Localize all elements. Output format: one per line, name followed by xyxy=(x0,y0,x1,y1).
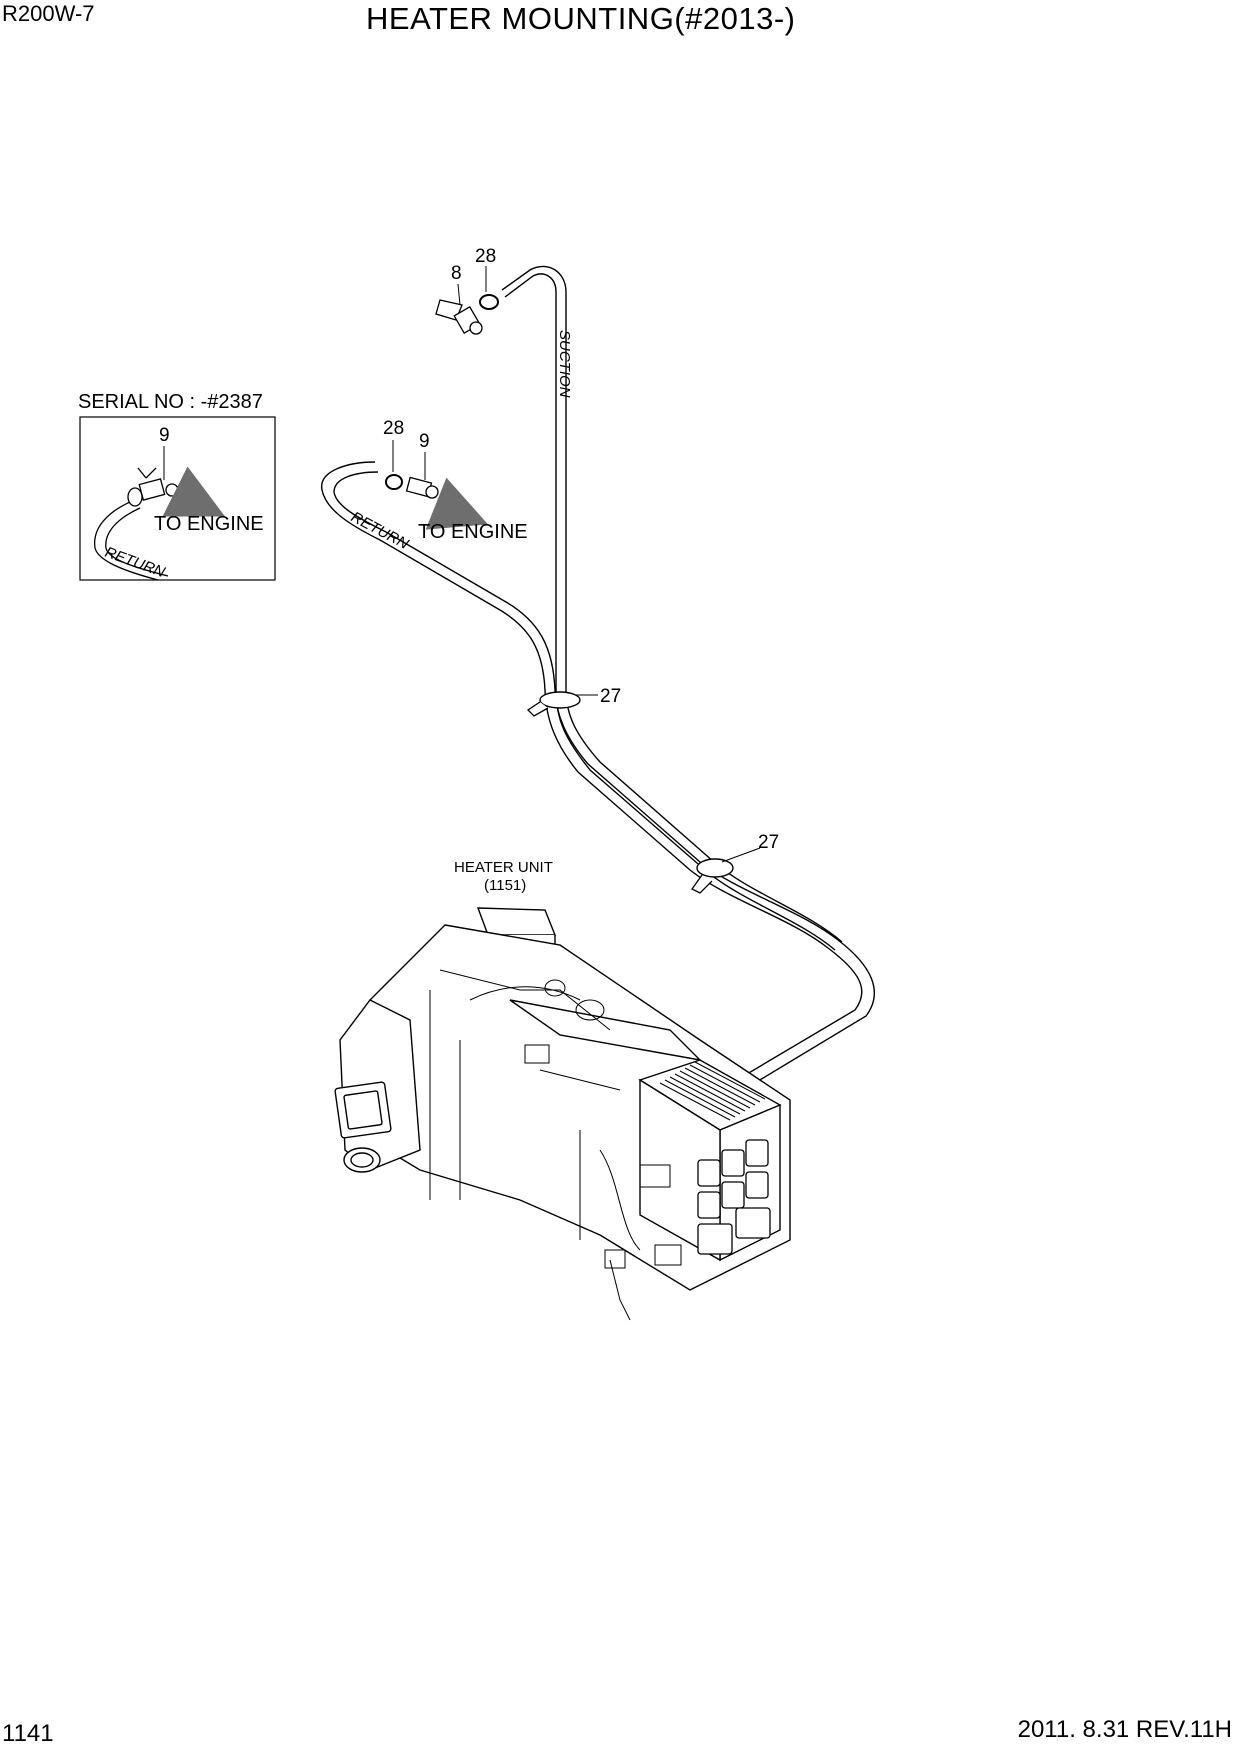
heater-unit-drawing xyxy=(334,907,791,1291)
callout-8: 8 xyxy=(451,263,462,284)
model-code: R200W-7 xyxy=(2,1,95,26)
inset-return-label: RETURN xyxy=(103,544,168,581)
hose-clip-icon-lower xyxy=(691,858,734,894)
heater-unit-part-number: (1151) xyxy=(484,877,526,894)
page-number: 1141 xyxy=(2,1720,54,1747)
hose-clamp-icon-mid xyxy=(385,474,403,490)
valve-fitting-icon xyxy=(435,299,483,335)
callout-28-mid: 28 xyxy=(383,418,404,439)
callout-28-top: 28 xyxy=(475,246,496,267)
filter-grille xyxy=(659,1061,766,1121)
inset-to-engine-label: TO ENGINE xyxy=(154,513,264,535)
hose-clip-icon-upper xyxy=(526,691,581,717)
page-title: HEATER MOUNTING(#2013-) xyxy=(366,1,796,36)
heater-unit-label: HEATER UNIT xyxy=(454,859,553,876)
vent-grid xyxy=(697,1139,771,1255)
revision-date: 2011. 8.31 REV.11H xyxy=(1017,1716,1232,1743)
to-engine-label: TO ENGINE xyxy=(418,521,528,543)
inset-fitting-icon xyxy=(127,467,179,507)
inset-serial-label: SERIAL NO : -#2387 xyxy=(78,391,263,413)
suction-hose xyxy=(501,265,843,951)
fitting-icon-mid xyxy=(405,476,439,499)
hose-clamp-icon xyxy=(479,294,499,310)
callout-27-upper: 27 xyxy=(600,686,621,707)
heater-detail-lines xyxy=(429,969,682,1321)
inset-panel: SERIAL NO : -#2387 9 RETURN TO ENGINE xyxy=(78,391,276,581)
suction-hose-label: SUCTION xyxy=(556,330,573,398)
callout-9-mid: 9 xyxy=(419,431,430,452)
return-hose-label: RETURN xyxy=(348,509,411,553)
callout-27-lower: 27 xyxy=(758,832,779,853)
inset-callout-9: 9 xyxy=(159,425,170,446)
